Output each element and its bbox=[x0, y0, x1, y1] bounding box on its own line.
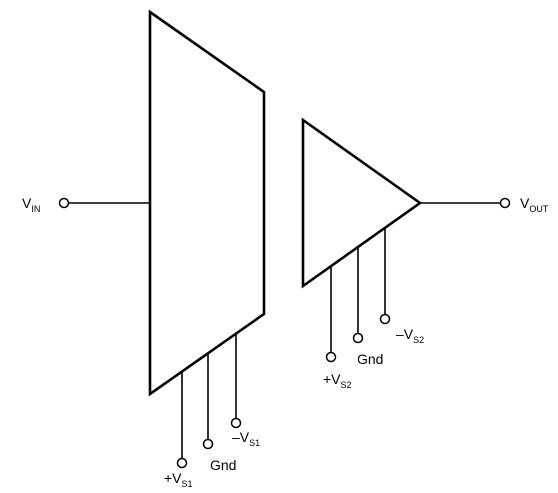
vin-terminal bbox=[58, 197, 70, 209]
gnd1-label: Gnd bbox=[210, 457, 236, 473]
gnd2-label: Gnd bbox=[357, 351, 383, 367]
vs2-neg-label: –VS2 bbox=[396, 326, 424, 345]
vs1-pos-label: +VS1 bbox=[164, 470, 193, 489]
gnd2-terminal bbox=[352, 332, 364, 344]
gnd1-terminal bbox=[202, 438, 214, 450]
opamp-triangle bbox=[301, 117, 423, 289]
vout-label: VOUT bbox=[520, 195, 549, 214]
input-stage-block bbox=[148, 9, 266, 397]
vs2-pos-terminal bbox=[325, 351, 337, 363]
vs2-neg-terminal bbox=[379, 313, 391, 325]
vs1-neg-label: –VS1 bbox=[232, 429, 260, 448]
vs1-pos-terminal bbox=[176, 457, 188, 469]
vs1-neg-terminal bbox=[230, 417, 242, 429]
vout-terminal bbox=[499, 197, 511, 209]
vin-label: VIN bbox=[22, 195, 40, 214]
vs2-pos-label: +VS2 bbox=[323, 371, 352, 390]
